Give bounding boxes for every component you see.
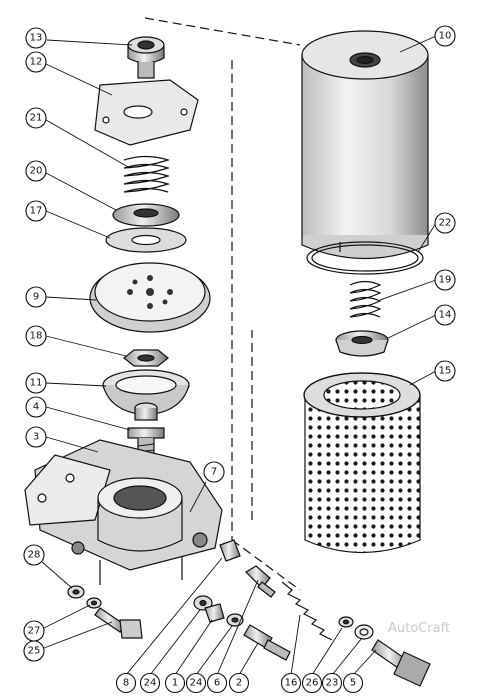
- callout-20: 20: [25, 160, 47, 182]
- callout-7: 7: [203, 461, 225, 483]
- cover-plate: [89, 262, 211, 333]
- svg-text:5: 5: [350, 678, 356, 689]
- callout-10: 10: [434, 25, 456, 47]
- callout-22: 22: [434, 212, 456, 234]
- svg-text:26: 26: [306, 678, 319, 689]
- filter-head-body: [24, 439, 223, 585]
- svg-text:3: 3: [33, 432, 39, 443]
- callout-6: 6: [206, 672, 228, 694]
- callout-26: 26: [301, 672, 323, 694]
- callout-27: 27: [23, 620, 45, 642]
- washer-27: [86, 597, 102, 609]
- callout-19: 19: [434, 269, 456, 291]
- svg-text:8: 8: [123, 678, 129, 689]
- valve-cup: [102, 369, 190, 416]
- upper-washer: [112, 203, 180, 227]
- callout-11: 11: [25, 372, 47, 394]
- spring-16: [281, 581, 333, 641]
- svg-text:1: 1: [172, 678, 178, 689]
- hex-nut: [123, 349, 169, 367]
- relief-spring: [123, 155, 170, 193]
- callout-28: 28: [23, 544, 45, 566]
- filter-spring: [349, 280, 382, 318]
- svg-text:14: 14: [439, 310, 452, 321]
- svg-text:13: 13: [30, 33, 43, 44]
- svg-text:28: 28: [28, 550, 41, 561]
- svg-text:2: 2: [236, 678, 242, 689]
- svg-text:22: 22: [439, 218, 452, 229]
- svg-text:6: 6: [214, 678, 220, 689]
- svg-text:15: 15: [439, 366, 452, 377]
- svg-text:25: 25: [28, 646, 41, 657]
- callout-21: 21: [25, 107, 47, 129]
- svg-text:27: 27: [28, 626, 41, 637]
- cover-gasket: [105, 227, 187, 253]
- svg-text:17: 17: [30, 206, 43, 217]
- svg-text:24: 24: [190, 678, 203, 689]
- spring-seat-washer: [335, 330, 389, 357]
- callout-2: 2: [228, 672, 250, 694]
- callout-24-a: 24: [139, 672, 161, 694]
- callout-13: 13: [25, 27, 47, 49]
- relief-valve-plug-5: [371, 639, 431, 687]
- svg-text:12: 12: [30, 57, 43, 68]
- svg-text:11: 11: [30, 378, 43, 389]
- callout-25: 25: [23, 640, 45, 662]
- svg-text:24: 24: [144, 678, 157, 689]
- callout-23: 23: [321, 672, 343, 694]
- svg-text:4: 4: [33, 402, 39, 413]
- svg-text:18: 18: [30, 331, 43, 342]
- washer-24a: [193, 595, 213, 611]
- svg-text:21: 21: [30, 113, 43, 124]
- washer-23: [354, 624, 374, 640]
- callout-4: 4: [25, 396, 47, 418]
- filter-bowl: [301, 30, 429, 260]
- plug-8: [219, 539, 241, 562]
- leader-lines: [41, 35, 437, 676]
- callout-5: 5: [342, 672, 364, 694]
- callout-15: 15: [434, 360, 456, 382]
- svg-text:10: 10: [439, 31, 452, 42]
- washer-26: [338, 616, 354, 628]
- assembly-dashed-frame: [144, 17, 301, 591]
- callout-3: 3: [25, 426, 47, 448]
- svg-text:20: 20: [30, 166, 43, 177]
- union-nut-16: [245, 565, 276, 598]
- callout-16: 16: [280, 672, 302, 694]
- callout-24-b: 24: [185, 672, 207, 694]
- callout-9: 9: [25, 286, 47, 308]
- washer-28: [67, 585, 85, 599]
- bowl-seal-ring: [306, 241, 424, 275]
- svg-text:19: 19: [439, 275, 452, 286]
- adaptor-1: [204, 603, 225, 623]
- bolt-25: [94, 607, 143, 639]
- callout-12: 12: [25, 51, 47, 73]
- callout-17: 17: [25, 200, 47, 222]
- svg-text:23: 23: [326, 678, 339, 689]
- watermark-text: AutoCraft: [388, 621, 450, 636]
- svg-text:9: 9: [33, 292, 39, 303]
- svg-text:16: 16: [285, 678, 298, 689]
- banjo-union: [127, 36, 165, 79]
- filter-element: [303, 372, 421, 554]
- banjo-bolt-2: [243, 624, 291, 661]
- callout-1: 1: [164, 672, 186, 694]
- callout-8: 8: [115, 672, 137, 694]
- callout-18: 18: [25, 325, 47, 347]
- callout-14: 14: [434, 304, 456, 326]
- svg-text:7: 7: [211, 467, 217, 478]
- mounting-bracket: [94, 79, 199, 146]
